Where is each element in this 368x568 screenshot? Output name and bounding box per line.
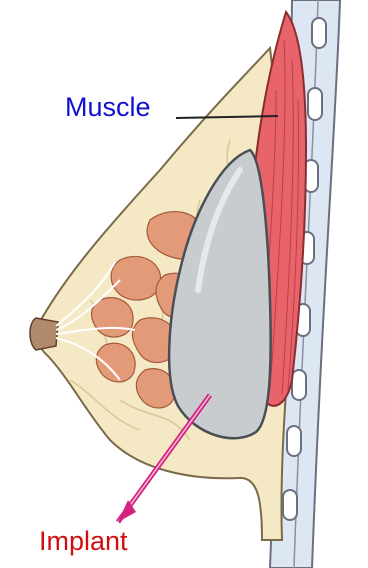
implant-label: Implant [39, 528, 128, 555]
muscle-label: Muscle [65, 94, 151, 121]
